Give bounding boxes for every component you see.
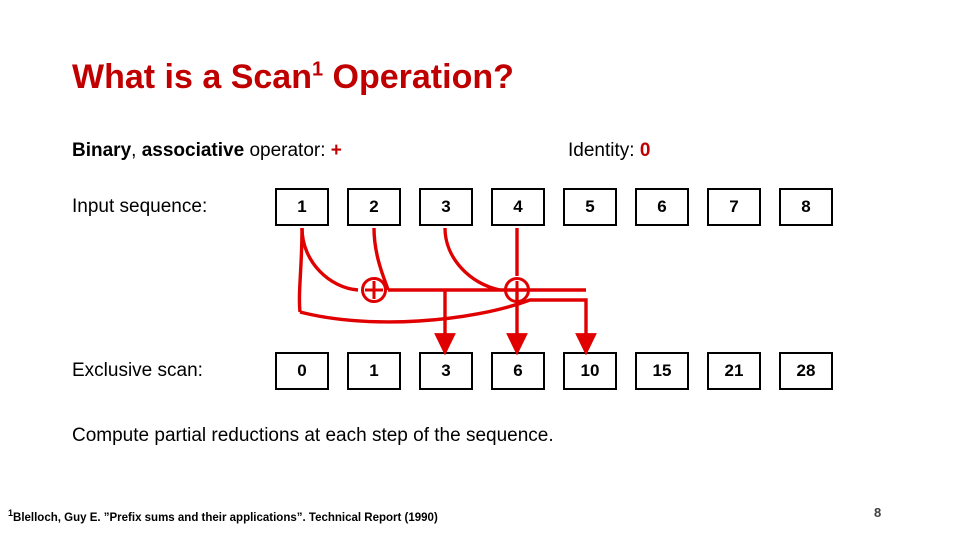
scan-cell: 15	[635, 352, 689, 390]
edge-plus1-to-scan4	[388, 288, 528, 356]
footnote-superscript: 1	[8, 508, 14, 519]
title-superscript: 1	[311, 58, 324, 81]
scan-cell: 28	[779, 352, 833, 390]
scan-cell: 10	[563, 352, 617, 390]
scan-cell: 6	[491, 352, 545, 390]
identity-symbol: 0	[639, 140, 651, 161]
title-tail-text: Operation?	[323, 58, 514, 96]
footnote: 1Blelloch, Guy E. ”Prefix sums and their…	[8, 509, 438, 524]
associative-label: associative	[141, 140, 245, 161]
scan-cell: 0	[275, 352, 329, 390]
edge-cell1-down-left	[297, 227, 304, 313]
input-cell: 1	[275, 188, 329, 226]
operator-text: operator:	[244, 140, 331, 161]
exclusive-scan-label: Exclusive scan:	[72, 360, 203, 381]
plus-node-group	[361, 277, 530, 303]
input-cell: 4	[491, 188, 545, 226]
input-cell: 6	[635, 188, 689, 226]
scan-cell: 21	[707, 352, 761, 390]
operator-symbol: +	[330, 140, 342, 161]
footnote-text: Blelloch, Guy E. ”Prefix sums and their …	[13, 512, 438, 524]
input-cell: 2	[347, 188, 401, 226]
slide-caption: Compute partial reductions at each step …	[72, 425, 554, 446]
page-title: What is a Scan1 Operation?	[72, 58, 514, 97]
input-cell: 3	[419, 188, 473, 226]
scan-cell: 1	[347, 352, 401, 390]
identity-line: Identity: 0	[568, 140, 650, 162]
input-cell: 7	[707, 188, 761, 226]
identity-label: Identity:	[568, 140, 640, 161]
edge-plus2-to-scan5	[299, 298, 597, 356]
edge-cell3-to-plus2	[443, 227, 501, 292]
input-cell: 8	[779, 188, 833, 226]
binary-label: Binary	[72, 140, 132, 161]
input-sequence-label: Input sequence:	[72, 196, 208, 217]
scan-cell: 3	[419, 352, 473, 390]
page-number: 8	[874, 505, 882, 520]
input-cell: 5	[563, 188, 617, 226]
comma-separator: ,	[131, 140, 142, 161]
operator-line: Binary, associative operator: +	[72, 140, 342, 162]
edge-cell1-to-plus1	[300, 227, 359, 292]
edge-cell2-to-plus1	[372, 227, 390, 291]
title-main-text: What is a Scan	[72, 58, 312, 96]
